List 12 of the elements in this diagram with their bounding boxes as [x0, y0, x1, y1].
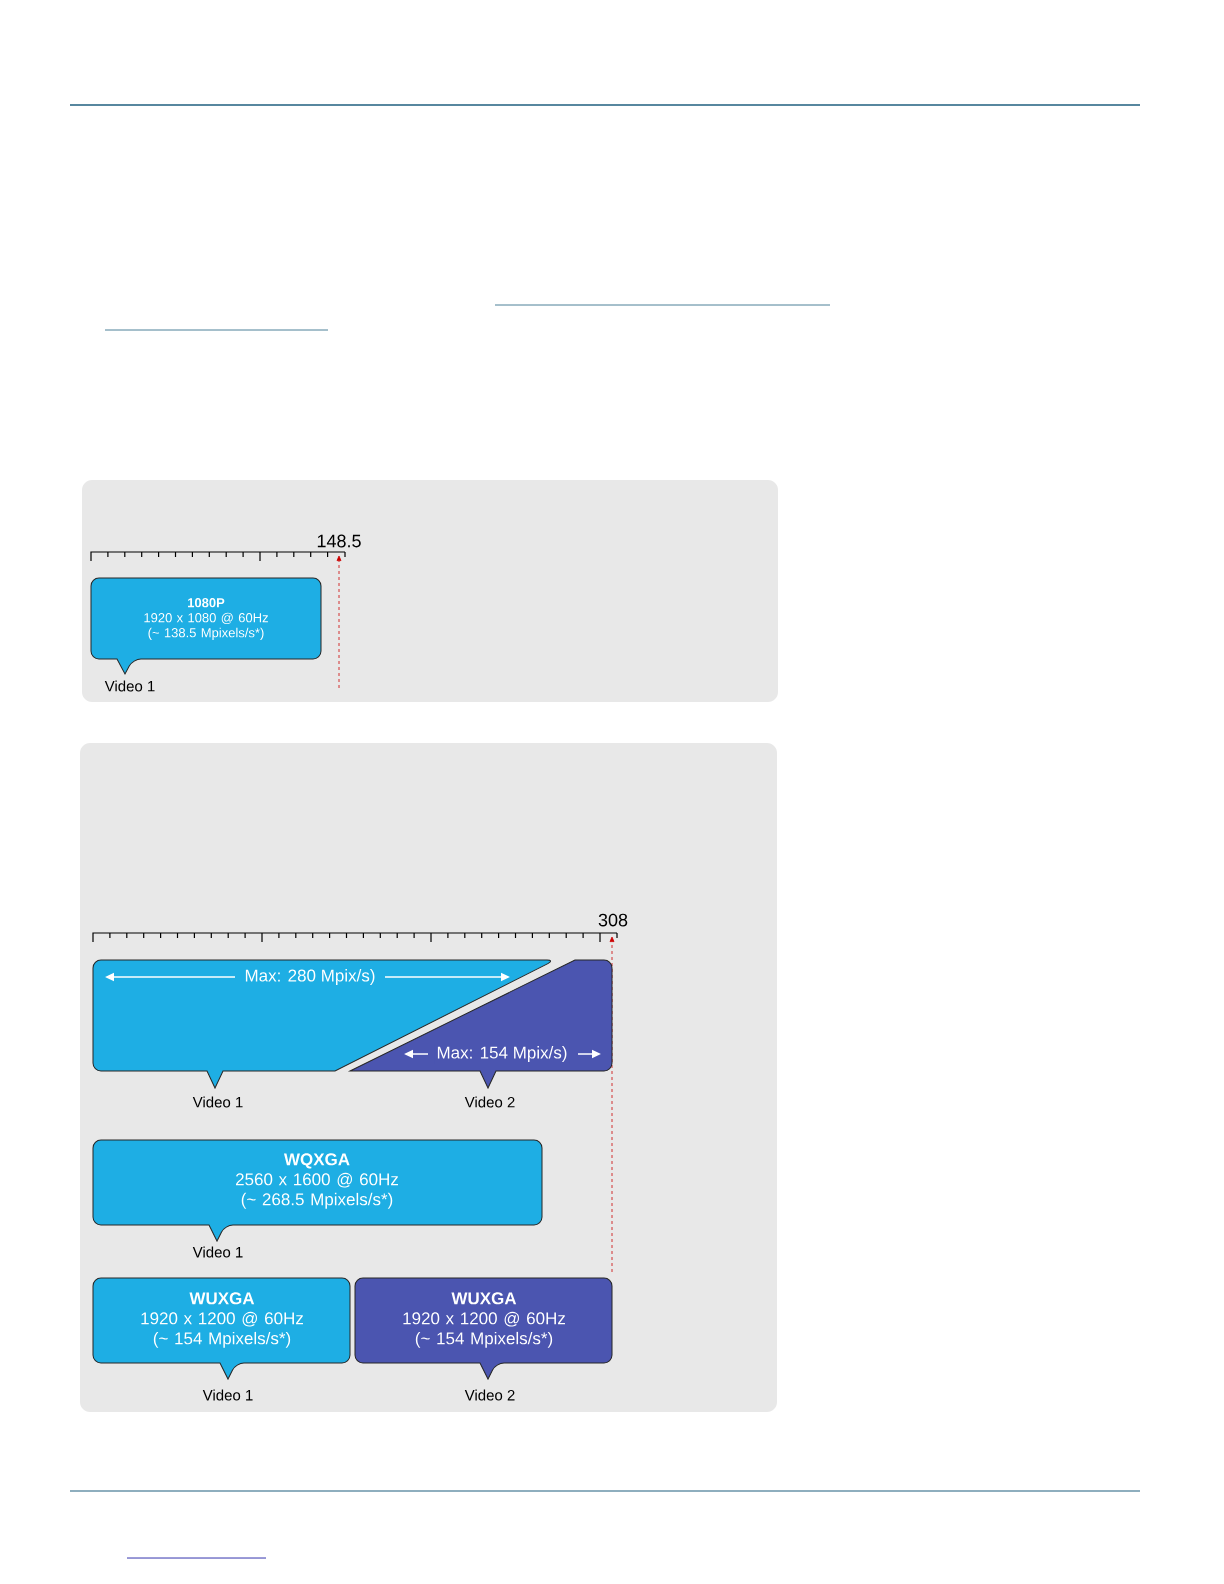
- video-label: Video 1: [192, 1096, 243, 1108]
- video-label: Video 2: [464, 1389, 515, 1401]
- callout-box: WUXGA 1920 x 1200 @ 60Hz (~ 154 Mpixels/s*): [92, 1277, 351, 1380]
- callout-box: WUXGA 1920 x 1200 @ 60Hz (~ 154 Mpixels/s*): [354, 1277, 613, 1380]
- callout-box: 1080P 1920 x 1080 @ 60Hz (~ 138.5 Mpixels/s*): [90, 577, 322, 675]
- video-label: Video 2: [464, 1096, 515, 1108]
- video-label: Video 1: [202, 1389, 253, 1401]
- callout-box: WQXGA 2560 x 1600 @ 60Hz (~ 268.5 Mpixels/s*): [92, 1139, 543, 1242]
- video-label: Video 1: [104, 680, 155, 692]
- scale-value: 308: [598, 913, 628, 927]
- scale-value: 148.5: [317, 534, 361, 548]
- video-label: Video 1: [192, 1246, 243, 1258]
